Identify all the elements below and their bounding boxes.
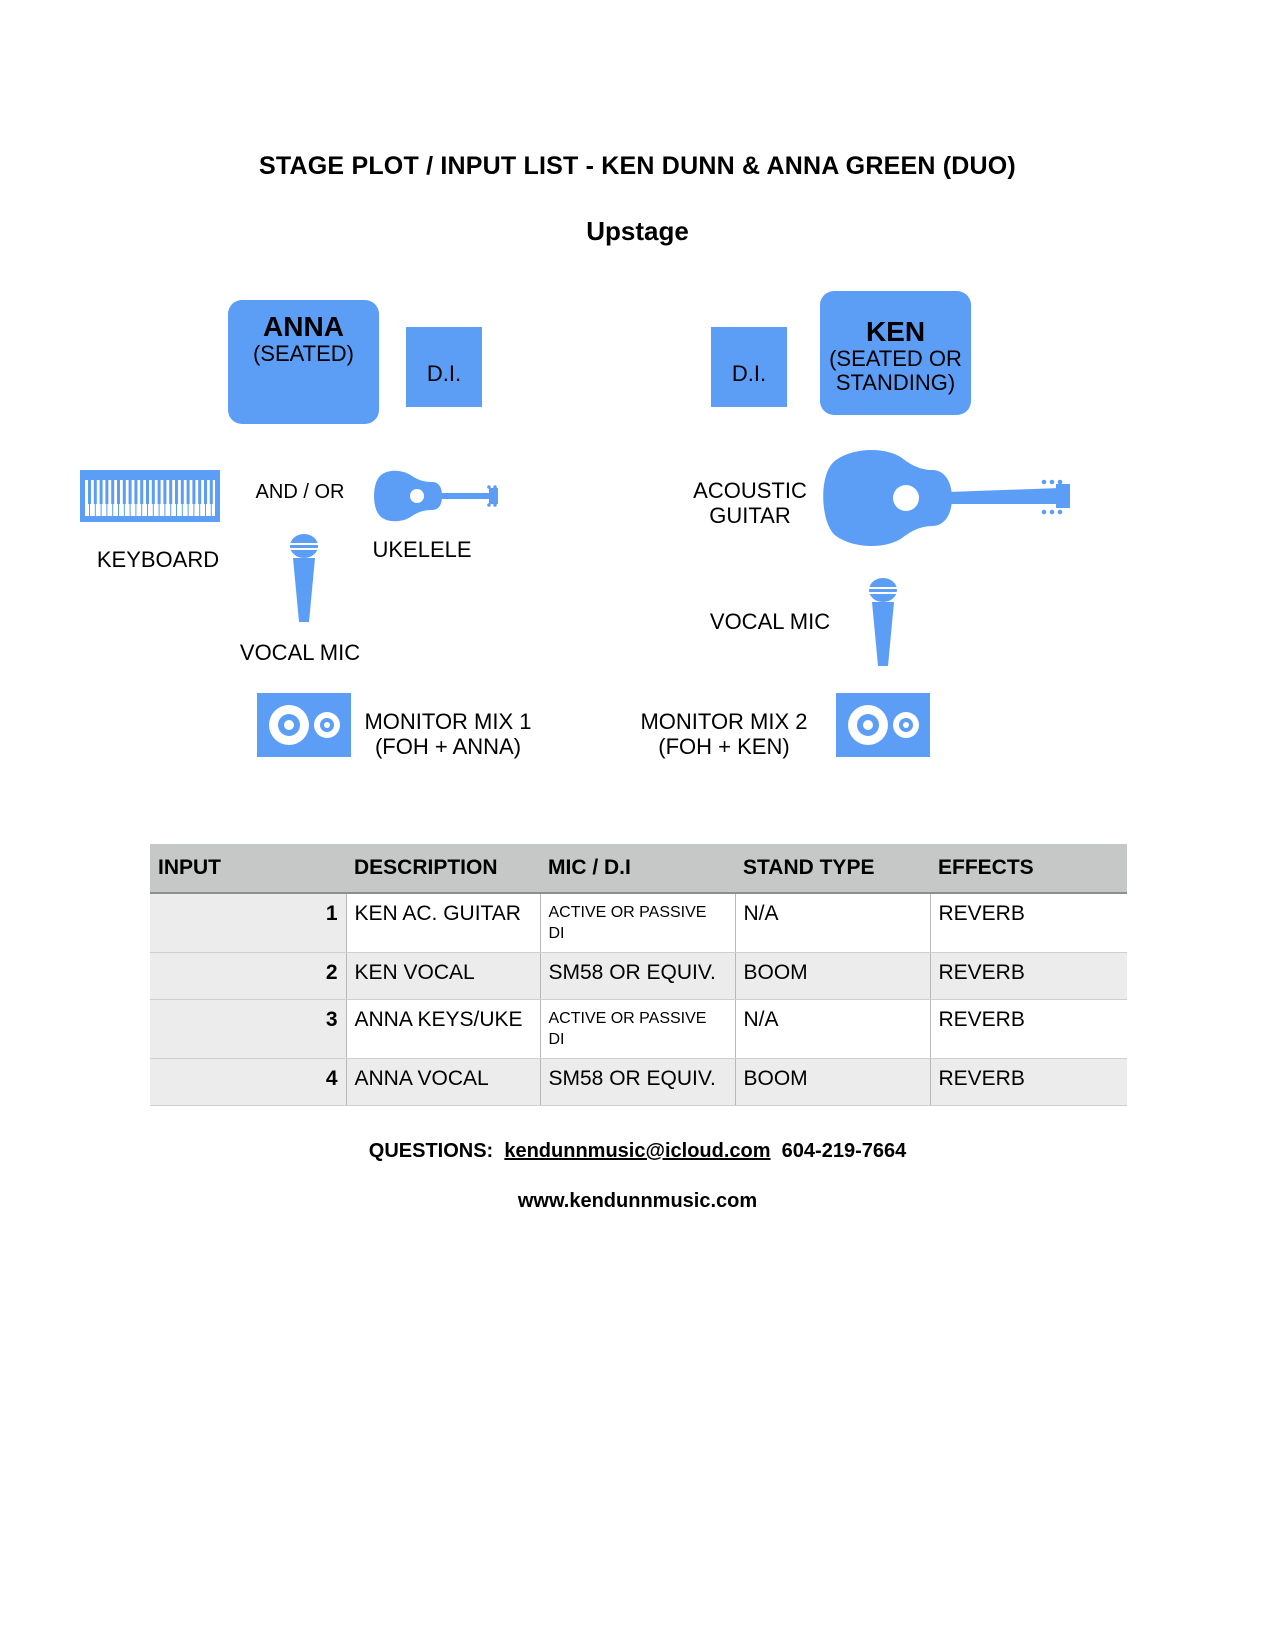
anna-vocal-mic-label: VOCAL MIC	[239, 640, 361, 665]
input-number: 4	[150, 1058, 346, 1106]
di-box-right: D.I.	[711, 327, 787, 407]
contact-line: QUESTIONS: kendunnmusic@icloud.com 604-2…	[0, 1140, 1275, 1163]
and-or-label: AND / OR	[255, 481, 345, 503]
ukelele-label: UKELELE	[372, 537, 472, 562]
input-effects: REVERB	[929, 893, 1127, 953]
microphone-icon	[290, 534, 318, 622]
email-link[interactable]: kendunnmusic@icloud.com	[504, 1140, 771, 1162]
column-header-input: INPUT	[150, 844, 346, 894]
ukulele-icon	[374, 470, 498, 522]
acoustic-guitar-label-line2: GUITAR	[709, 503, 791, 528]
input-mic-di: ACTIVE OR PASSIVE DI	[539, 893, 735, 953]
keyboard-label: KEYBOARD	[96, 547, 220, 572]
phone-number: 604-219-7664	[781, 1140, 907, 1162]
page-title: STAGE PLOT / INPUT LIST - KEN DUNN & ANN…	[259, 152, 1016, 180]
anna-position-box: ANNA (SEATED)	[228, 300, 379, 424]
input-number: 3	[150, 999, 346, 1059]
questions-label: QUESTIONS:	[368, 1140, 494, 1162]
input-mic-di: ACTIVE OR PASSIVE DI	[539, 999, 735, 1059]
table-row: 1 KEN AC. GUITAR ACTIVE OR PASSIVE DI N/…	[150, 893, 1127, 953]
column-header-description: DESCRIPTION	[346, 844, 540, 894]
input-effects: REVERB	[929, 1058, 1127, 1106]
microphone-icon	[869, 578, 897, 666]
ken-note-line2: STANDING)	[835, 370, 956, 395]
table-row: 4 ANNA VOCAL SM58 OR EQUIV. BOOM REVERB	[150, 1058, 1127, 1106]
acoustic-guitar-icon	[823, 450, 1070, 546]
column-header-stand-type: STAND TYPE	[735, 844, 930, 894]
input-stand-type: N/A	[734, 999, 930, 1059]
monitor-mix-1-line2: (FOH + ANNA)	[374, 734, 522, 759]
input-description: KEN AC. GUITAR	[345, 893, 540, 953]
ken-note-line1: (SEATED OR	[829, 346, 962, 371]
table-row: 3 ANNA KEYS/UKE ACTIVE OR PASSIVE DI N/A…	[150, 999, 1127, 1059]
ken-name: KEN	[865, 316, 926, 347]
input-description: ANNA VOCAL	[345, 1058, 540, 1106]
input-stand-type: BOOM	[734, 952, 930, 1000]
input-number: 1	[150, 893, 346, 953]
column-header-effects: EFFECTS	[930, 844, 1127, 894]
input-stand-type: BOOM	[734, 1058, 930, 1106]
ken-vocal-mic-label: VOCAL MIC	[709, 609, 831, 634]
monitor-speaker-icon	[257, 693, 351, 757]
anna-name: ANNA	[263, 311, 344, 342]
input-stand-type: N/A	[734, 893, 930, 953]
monitor-mix-2-line2: (FOH + KEN)	[658, 734, 790, 759]
input-list-table: INPUT DESCRIPTION MIC / D.I STAND TYPE E…	[150, 844, 1127, 1106]
input-mic-di: SM58 OR EQUIV.	[539, 952, 735, 1000]
input-description: KEN VOCAL	[345, 952, 540, 1000]
monitor-speaker-icon	[836, 693, 930, 757]
acoustic-guitar-label-line1: ACOUSTIC	[693, 478, 807, 503]
input-number: 2	[150, 952, 346, 1000]
table-header-row: INPUT DESCRIPTION MIC / D.I STAND TYPE E…	[150, 844, 1127, 894]
monitor-mix-1-line1: MONITOR MIX 1	[364, 709, 532, 734]
keyboard-icon	[80, 470, 220, 522]
input-effects: REVERB	[929, 999, 1127, 1059]
input-mic-di: SM58 OR EQUIV.	[539, 1058, 735, 1106]
website-link[interactable]: www.kendunnmusic.com	[517, 1190, 758, 1212]
di-box-left: D.I.	[406, 327, 482, 407]
upstage-label: Upstage	[586, 216, 689, 246]
ken-position-box: KEN (SEATED OR STANDING)	[820, 291, 971, 415]
anna-note: (SEATED)	[252, 341, 355, 366]
input-effects: REVERB	[929, 952, 1127, 1000]
input-description: ANNA KEYS/UKE	[345, 999, 540, 1059]
monitor-mix-2-line1: MONITOR MIX 2	[640, 709, 808, 734]
column-header-mic-di: MIC / D.I	[540, 844, 735, 894]
table-row: 2 KEN VOCAL SM58 OR EQUIV. BOOM REVERB	[150, 952, 1127, 1000]
